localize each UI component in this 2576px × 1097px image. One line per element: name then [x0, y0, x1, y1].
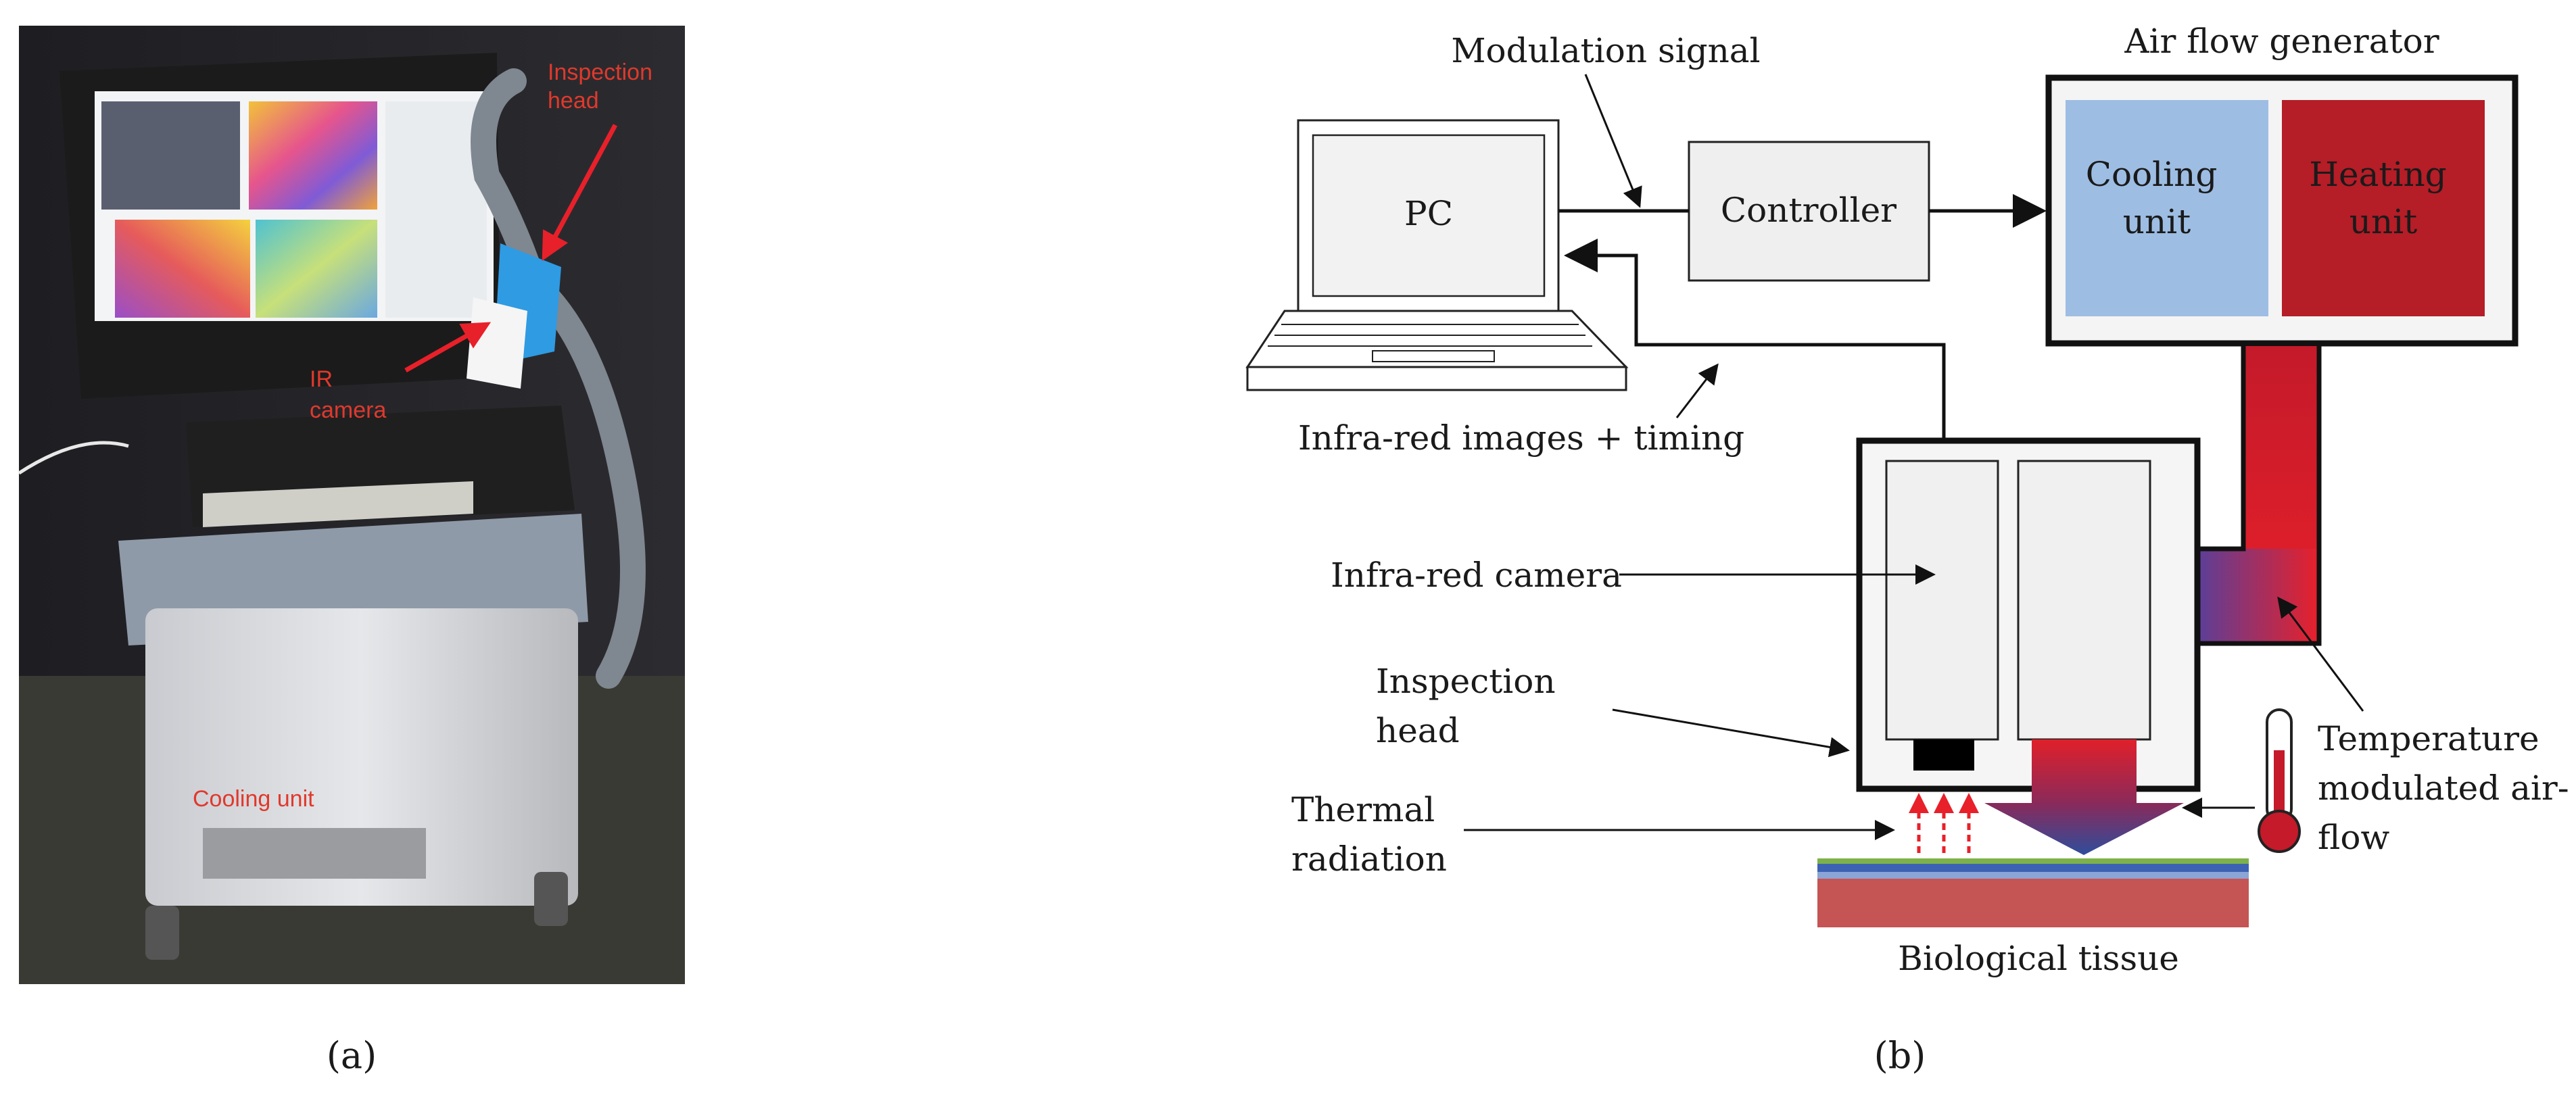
- panel-b-diagram: PC Controller Cooling unit Heating unit …: [1245, 22, 2576, 978]
- photo-label-inspection-head: Inspection head: [548, 59, 659, 114]
- software-panel: [385, 101, 487, 318]
- duct-outer-wall: [2197, 346, 2322, 646]
- infrared-camera-label: Infra-red camera: [1331, 556, 1622, 595]
- inspection-head-label: Inspection head: [1376, 662, 1567, 750]
- cooling-unit-label: Cooling unit: [2086, 155, 2228, 241]
- thermometer-icon: [2258, 708, 2301, 853]
- caption-b: (b): [1874, 1034, 1926, 1077]
- thermal-image-1: [101, 101, 240, 210]
- thermal-image-3: [115, 220, 250, 318]
- temperature-airflow-label: Temperature modulated air- flow: [2318, 719, 2576, 857]
- inspection-head-pointer: [1612, 708, 1850, 758]
- cart-vent: [203, 828, 426, 879]
- modulation-signal-label: Modulation signal: [1451, 31, 1760, 70]
- cart: [118, 514, 588, 960]
- controller-label: Controller: [1721, 191, 1897, 230]
- infrared-images-pointer: [1675, 363, 1719, 418]
- keyboard: [186, 406, 575, 527]
- airflow-arrow: [1984, 739, 2184, 855]
- camera-to-pc-line: [1564, 239, 1946, 454]
- caption-a: (a): [327, 1034, 377, 1077]
- camera-lens: [1913, 739, 1974, 771]
- thermal-image-4: [256, 220, 377, 318]
- thermal-radiation-label: Thermal radiation: [1291, 790, 1447, 879]
- cart-wheels: [145, 872, 568, 960]
- monitor: [59, 53, 500, 399]
- controller-box: [1688, 141, 1930, 282]
- air-outlet-box: [2017, 460, 2151, 741]
- pc-label: PC: [1404, 194, 1453, 233]
- heating-unit-box: [2282, 100, 2485, 316]
- pc-laptop: [1245, 119, 1629, 391]
- photo-label-cooling-unit: Cooling unit: [193, 786, 314, 812]
- modulation-signal-arrow: [1584, 74, 1642, 208]
- inspection-head: [467, 68, 646, 689]
- infrared-images-label: Infra-red images + timing: [1298, 418, 1744, 458]
- cable: [18, 441, 129, 475]
- inspection-head-arrow: [542, 124, 618, 262]
- temperature-duct-pointer: [2277, 596, 2364, 712]
- photo-label-ir-camera: IR camera: [310, 366, 386, 423]
- thermal-radiation-arrows: [1909, 793, 1979, 853]
- panel-a-photo: Inspection head IR camera Cooling unit: [18, 26, 685, 984]
- biological-tissue-label: Biological tissue: [1898, 939, 2179, 978]
- biological-tissue: [1817, 858, 2249, 927]
- air-duct-elbow: [2197, 549, 2319, 643]
- cooling-unit-box: [2066, 100, 2268, 316]
- duct-inner-wall: [2197, 346, 2246, 552]
- heating-unit-label: Heating unit: [2309, 155, 2457, 241]
- infrared-camera-box: [1885, 460, 1999, 741]
- ir-camera-arrow: [404, 322, 492, 373]
- ir-camera-body: [467, 297, 527, 389]
- air-flow-generator-label: Air flow generator: [2124, 22, 2439, 61]
- thermal-image-2: [249, 101, 377, 210]
